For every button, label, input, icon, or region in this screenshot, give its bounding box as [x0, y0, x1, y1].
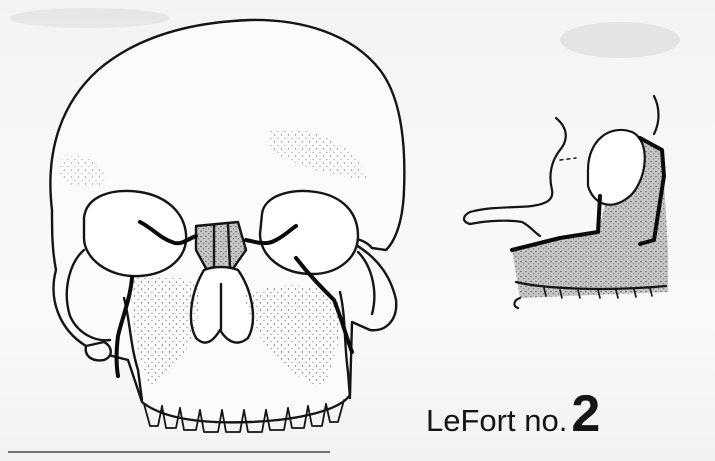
right-orbit: [260, 191, 358, 274]
figure-caption: LeFort no.2: [426, 388, 706, 448]
caption-label: LeFort no.: [426, 403, 567, 438]
caption-number: 2: [571, 385, 600, 443]
lateral-profile: [464, 118, 566, 224]
left-orbit: [84, 191, 186, 276]
left-mastoid: [86, 342, 111, 360]
frontal-skull: [50, 20, 404, 432]
lateral-skull-fragment: [464, 96, 668, 308]
